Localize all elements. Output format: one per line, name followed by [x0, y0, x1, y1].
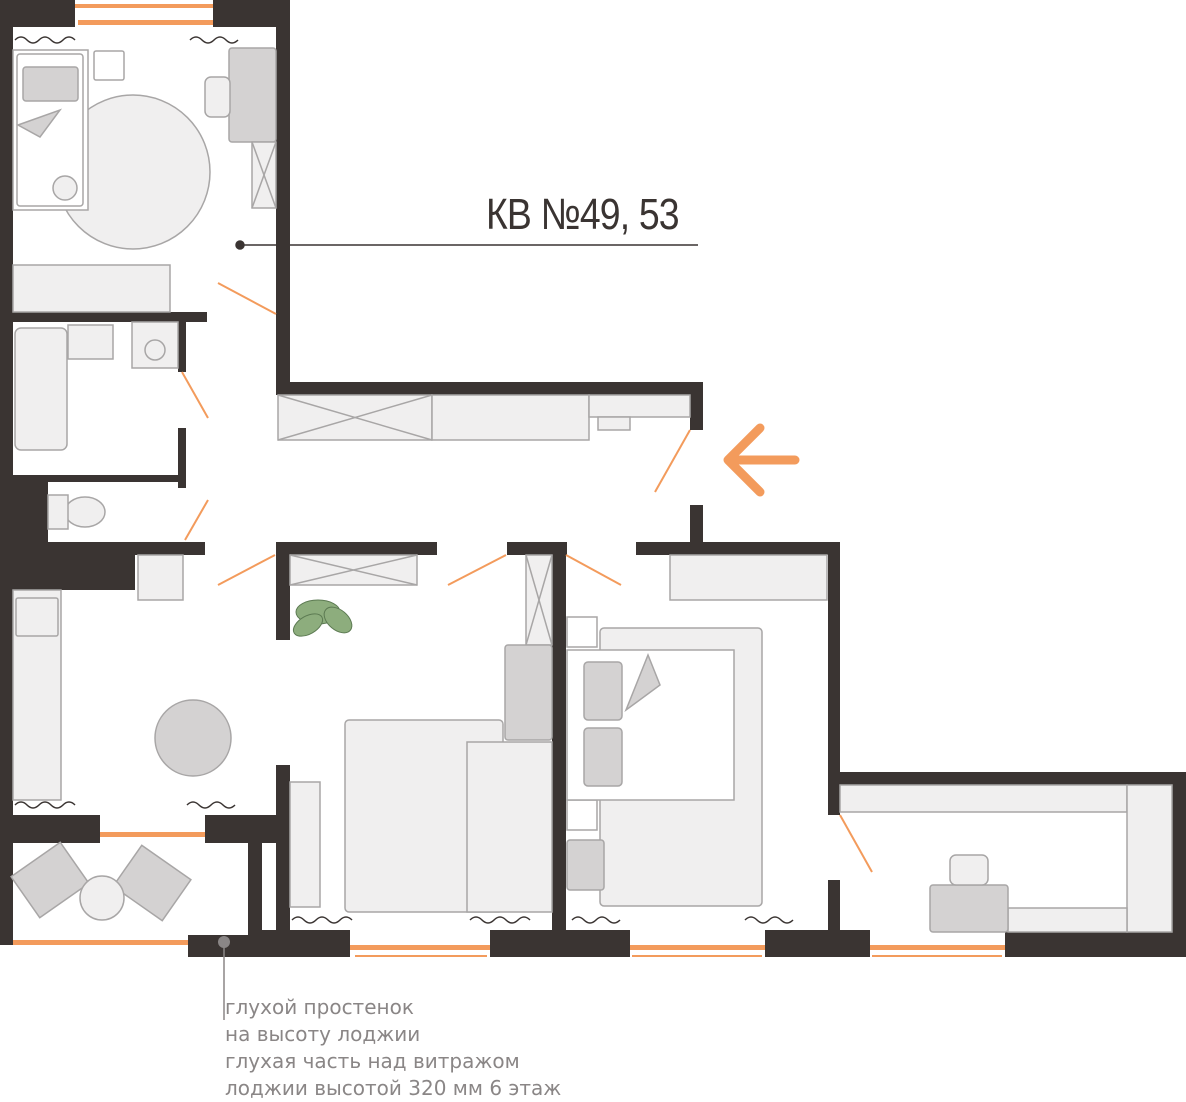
note-line: лоджии высотой 320 мм 6 этаж [225, 1076, 562, 1100]
note-line: глухая часть над витражом [225, 1049, 520, 1073]
note-leader-line [218, 936, 230, 1020]
furniture [10, 47, 1173, 933]
windows [13, 4, 1005, 957]
walls [0, 0, 1186, 957]
note-line: на высоту лоджии [225, 1022, 421, 1046]
title-leader-line [235, 240, 698, 250]
entrance-arrow-icon [723, 423, 800, 497]
doors [181, 282, 873, 873]
plant-icon [292, 599, 353, 637]
radiator-icon [14, 36, 794, 924]
apartment-title: КВ №49, 53 [486, 190, 680, 239]
loggia-notes: глухой простенок на высоту лоджии глухая… [225, 994, 561, 1102]
note-line: глухой простенок [225, 995, 414, 1019]
